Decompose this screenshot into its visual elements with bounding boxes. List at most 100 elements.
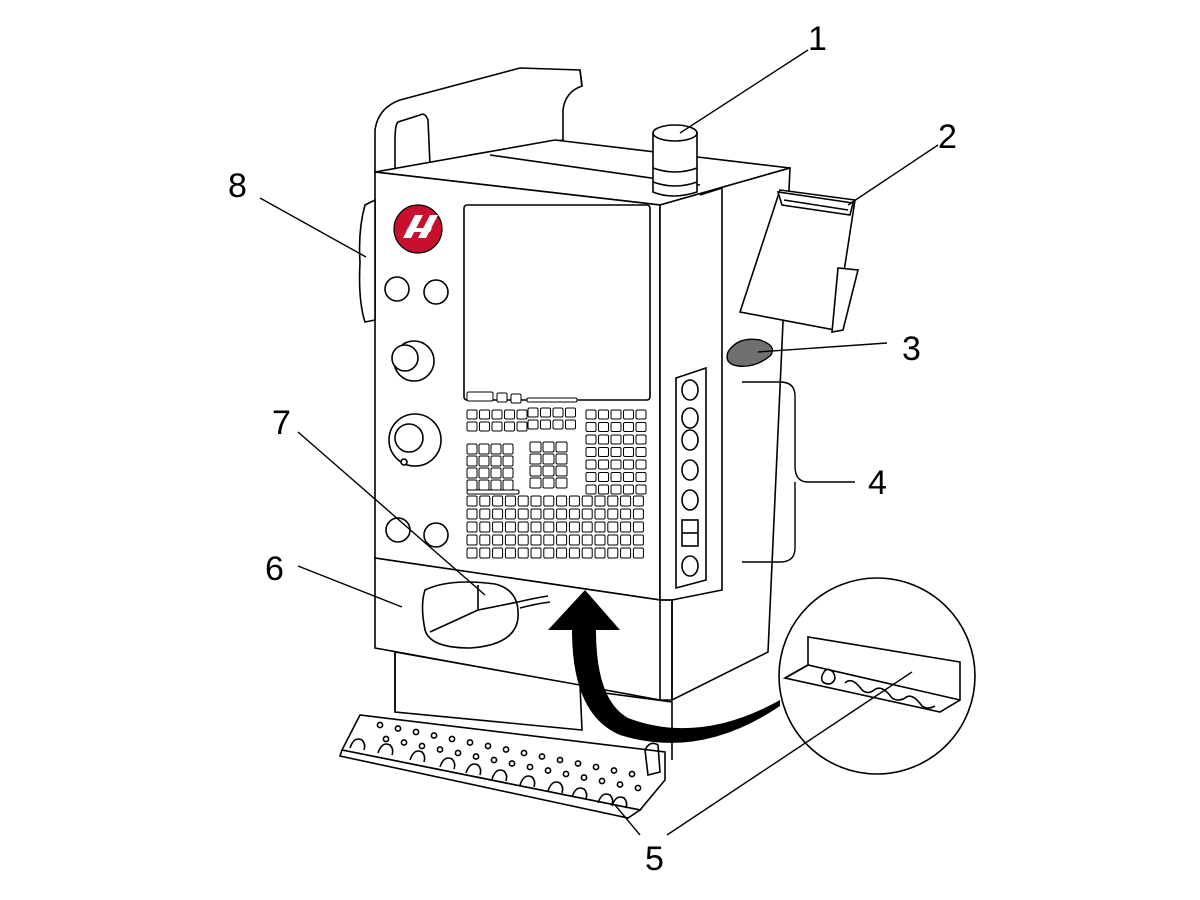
keypad-key [610, 459, 622, 470]
knob-icon [423, 522, 449, 548]
keypad-key [581, 534, 593, 546]
keypad-key [530, 547, 542, 559]
keypad-key [479, 547, 491, 559]
keypad-key [610, 484, 622, 495]
keypad-key [496, 392, 508, 403]
rack-hole [628, 770, 636, 778]
keypad-key [635, 484, 647, 495]
keypad-key [610, 409, 622, 420]
keypad-key [581, 547, 593, 559]
keypad-key [585, 484, 597, 495]
rack-slot [409, 750, 426, 763]
keypad-key [491, 421, 503, 432]
keypad-key [517, 495, 529, 507]
keypad-key [516, 421, 528, 432]
keypad-key [526, 397, 578, 403]
display-screen [463, 204, 651, 401]
keypad-key [491, 409, 503, 420]
keypad-key [632, 508, 644, 520]
rack-slot [439, 757, 456, 770]
keypad-key [556, 508, 568, 520]
keypad-key [479, 495, 491, 507]
keypad-key [478, 467, 490, 479]
left-controls [384, 204, 449, 548]
keypad-key [620, 508, 632, 520]
callout-1: 1 [808, 20, 827, 58]
keypad-key [607, 495, 619, 507]
keypad-key [555, 477, 568, 489]
keypad-key [556, 547, 568, 559]
rack-slot [465, 763, 482, 776]
keypad-key [635, 422, 647, 432]
rack-slot [349, 738, 366, 751]
keypad-key [466, 495, 478, 507]
rack-hole [580, 774, 588, 781]
keypad-key [530, 534, 542, 546]
keypad-key [623, 422, 634, 432]
keypad-key [490, 479, 502, 491]
keypad-key [542, 465, 555, 477]
keypad-key [542, 441, 555, 453]
beacon-light [652, 124, 698, 197]
keypad-key [527, 407, 539, 418]
keypad-key [585, 422, 597, 432]
keypad-key [620, 534, 632, 546]
keypad-key [635, 459, 647, 470]
rack-hole [634, 784, 642, 792]
keypad-key [492, 547, 504, 559]
keypad-key [504, 409, 515, 420]
keypad-key [635, 434, 647, 445]
rack-hole [544, 767, 552, 774]
keypad-key [543, 521, 555, 533]
keypad-key [540, 419, 551, 430]
keypad-key [490, 467, 502, 479]
callout-6: 6 [265, 550, 284, 588]
keypad-key [542, 453, 555, 465]
keypad-key [502, 443, 514, 455]
keypad-key [529, 441, 542, 453]
keypad-key [623, 409, 634, 420]
keypad-key [585, 472, 597, 482]
keypad-key [504, 508, 516, 520]
keypad-key [517, 508, 529, 520]
keypad-key [556, 534, 568, 546]
keypad-key [565, 419, 576, 430]
keypad-key [529, 465, 542, 477]
keypad-key [607, 521, 619, 533]
keypad-key [478, 479, 490, 491]
keypad-key [555, 453, 568, 465]
keypad-key [594, 521, 606, 533]
keypad-key [479, 534, 491, 546]
rack-slot [491, 769, 508, 782]
keypad-key [543, 534, 555, 546]
keypad-key [466, 421, 478, 432]
callout-2: 2 [938, 118, 957, 156]
keypad-key [492, 495, 504, 507]
keypad-key [568, 521, 580, 533]
rack-slot [571, 787, 588, 800]
knob-icon [423, 279, 449, 305]
keypad-key [543, 495, 555, 507]
haas-logo [393, 204, 443, 254]
rack-hole [454, 749, 462, 757]
keypad-key [517, 521, 529, 533]
keypad-key [585, 434, 597, 445]
callout-8: 8 [228, 167, 247, 205]
keypad-key [466, 443, 478, 455]
keypad-key [568, 495, 580, 507]
rack-hole [538, 753, 546, 760]
keypad-key [568, 547, 580, 559]
keypad-key [632, 534, 644, 546]
rack-hole [616, 781, 624, 788]
rack-hole [592, 763, 600, 771]
keypad-key [530, 495, 542, 507]
callout-4: 4 [868, 464, 887, 502]
rack-slot [611, 796, 628, 809]
keypad-key [466, 521, 478, 533]
keypad-key [620, 495, 632, 507]
clipboard [738, 189, 860, 333]
keypad-key [490, 455, 502, 467]
keypad-key [610, 472, 622, 482]
keypad-key [529, 477, 542, 489]
